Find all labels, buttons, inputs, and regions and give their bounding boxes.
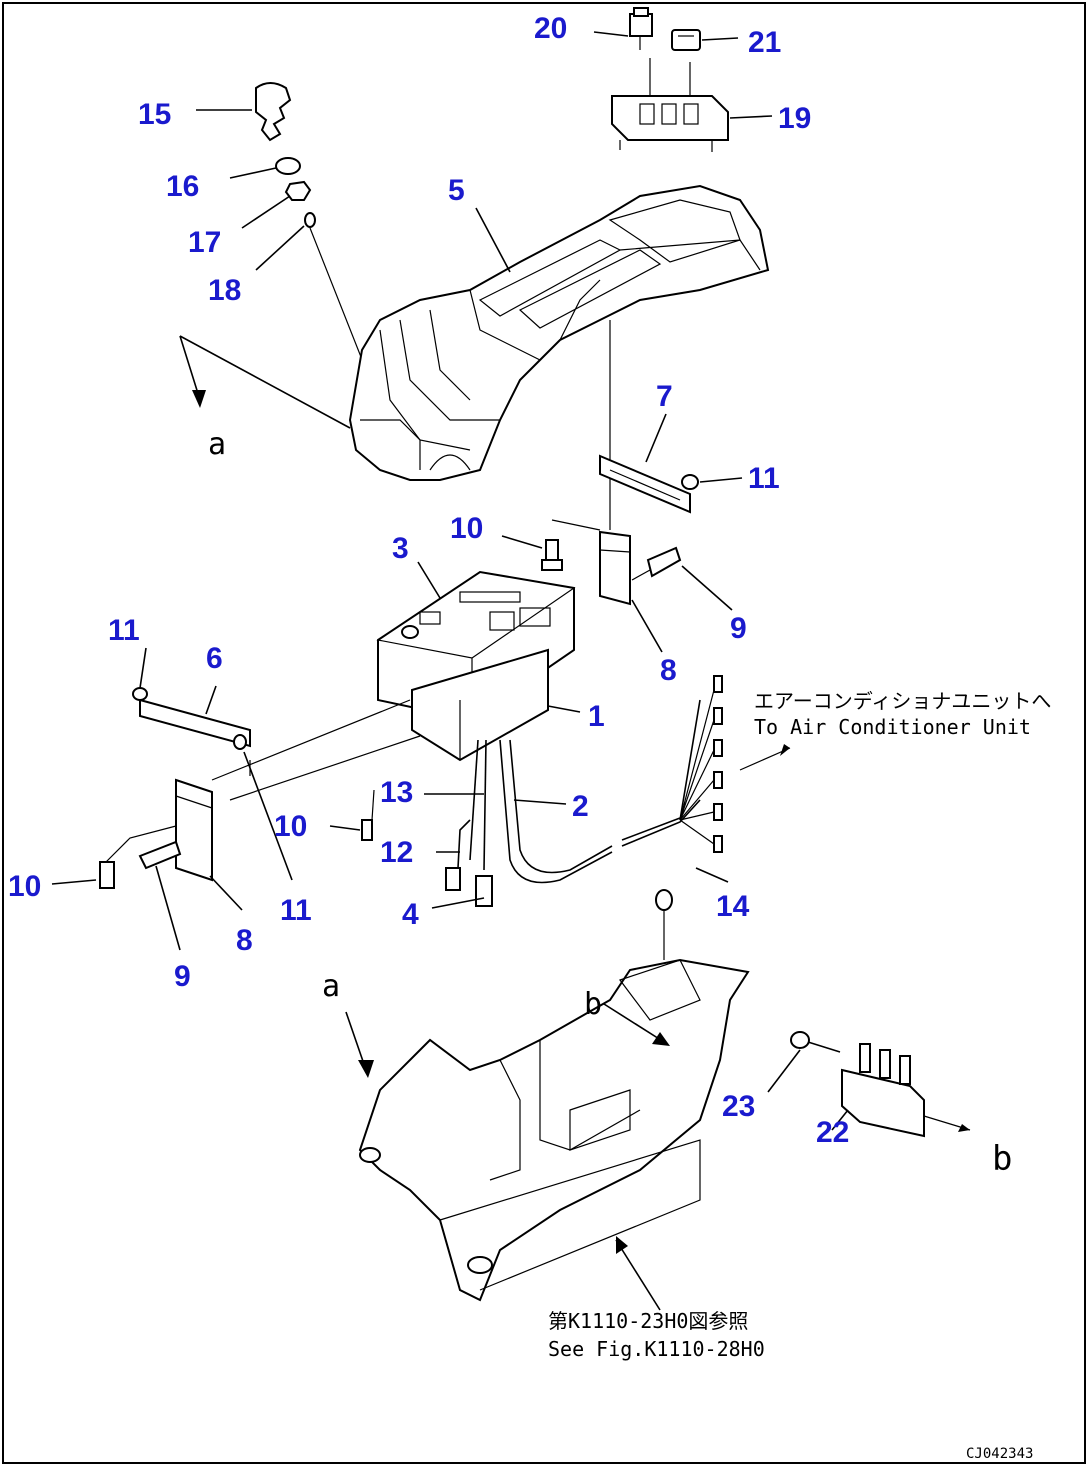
bolt-9-left	[138, 840, 182, 870]
callout-19: 19	[778, 102, 811, 135]
callout-11-left: 11	[108, 614, 140, 647]
bolt-10-left-middle	[361, 789, 375, 841]
callout-8-left: 8	[236, 924, 253, 957]
callout-21: 21	[748, 26, 781, 59]
callout-10-left: 10	[8, 870, 41, 903]
callout-9-left: 9	[174, 960, 191, 993]
bracket-8-right	[599, 530, 631, 606]
note-aircon-jp: エアーコンディショナユニットへ	[754, 689, 1051, 713]
callout-11-right: 11	[748, 462, 780, 495]
callout-8-right: 8	[660, 654, 677, 687]
console-frame	[358, 889, 750, 1302]
callout-22: 22	[816, 1116, 849, 1149]
bracket-7	[599, 454, 691, 514]
note-ref-jp: 第K1110-23H0図参照	[548, 1309, 748, 1333]
console-cover-5	[348, 184, 770, 530]
bolt-10-top	[541, 519, 601, 571]
callout-16: 16	[166, 170, 199, 203]
washer-16	[275, 157, 301, 175]
callout-1: 1	[588, 700, 605, 733]
leader-lines	[51, 31, 849, 1131]
bracket-8-left	[175, 778, 213, 882]
bolt-23	[790, 1031, 841, 1053]
callout-15: 15	[138, 98, 171, 131]
view-marker-a-top: a	[208, 427, 226, 462]
clip-11-right	[681, 474, 699, 490]
callout-23: 23	[722, 1090, 755, 1123]
callout-7: 7	[656, 380, 673, 413]
switch-21	[671, 29, 701, 51]
bracket-6	[132, 687, 251, 748]
callout-6: 6	[206, 642, 223, 675]
callout-2: 2	[572, 790, 589, 823]
connector-bundle-14	[679, 675, 791, 853]
pin-18	[304, 212, 316, 228]
clip-11-left	[233, 734, 247, 750]
drawing-code: CJ042343	[966, 1446, 1033, 1462]
callout-14: 14	[716, 890, 750, 923]
callout-20: 20	[534, 12, 567, 45]
wire-harness-2	[499, 739, 701, 884]
bolt-10-left	[99, 825, 177, 889]
view-arrows	[179, 335, 670, 1311]
bolt-9-right	[631, 546, 682, 581]
callout-11-bottom: 11	[280, 894, 312, 927]
knob-15	[255, 82, 292, 142]
callout-10-mid: 10	[274, 810, 307, 843]
callout-17: 17	[188, 226, 221, 259]
callout-18: 18	[208, 274, 241, 307]
callout-10-top: 10	[450, 512, 483, 545]
callout-3: 3	[392, 532, 409, 565]
switch-20	[629, 7, 653, 50]
control-unit-1-3	[376, 570, 576, 762]
nut-17	[284, 180, 312, 201]
callout-9-right: 9	[730, 612, 747, 645]
view-marker-a-bottom: a	[322, 969, 340, 1004]
callout-4: 4	[402, 898, 419, 931]
note-ref-en: See Fig.K1110-28H0	[548, 1337, 765, 1361]
note-aircon-en: To Air Conditioner Unit	[754, 715, 1031, 739]
callout-13: 13	[380, 776, 413, 809]
callout-5: 5	[448, 174, 465, 207]
view-marker-b-right: b	[992, 1139, 1012, 1179]
switch-panel-19	[611, 58, 729, 152]
view-marker-b-left: b	[584, 987, 602, 1022]
relay-22	[841, 1043, 971, 1138]
callout-12: 12	[380, 836, 413, 869]
harness-13	[445, 739, 493, 907]
